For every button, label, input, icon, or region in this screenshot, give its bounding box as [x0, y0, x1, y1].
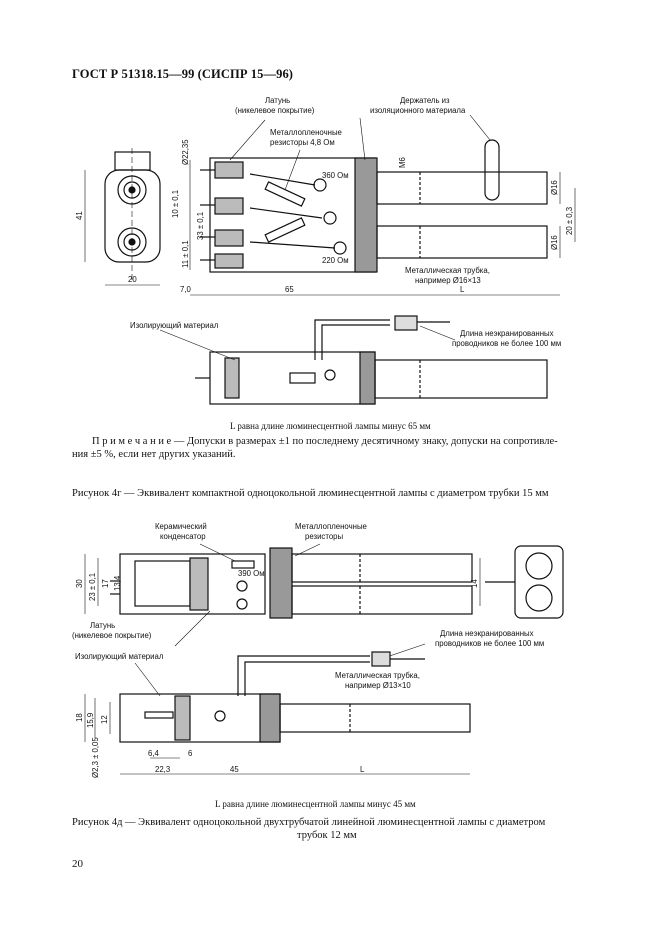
dim-w64: 6,4 — [148, 749, 160, 758]
label-brass-note-4d: (никелевое покрытие) — [72, 631, 152, 640]
label-capacitor-2: конденсатор — [160, 532, 206, 541]
label-wires-2-4d: проводников не более 100 мм — [435, 639, 544, 648]
caption-4g: L равна длине люминесцентной лампы минус… — [230, 421, 431, 431]
figure-4d-drawing: Керамический конденсатор Металлопленочны… — [72, 522, 564, 778]
label-brass: Латунь — [265, 96, 290, 105]
end-view-body — [104, 169, 161, 263]
dim-m6: M6 — [398, 157, 407, 168]
dim-w45: 45 — [230, 765, 239, 774]
dim-h134: 13,4 — [113, 575, 122, 591]
label-capacitor-1: Керамический — [155, 522, 207, 531]
dim-w65: 65 — [285, 285, 294, 294]
dim-h20: 20 ± 0,3 — [565, 207, 574, 235]
label-resistors-1-4d: Металлопленочные — [295, 522, 367, 531]
dim-w223: 22,3 — [155, 765, 170, 774]
label-resistors-1: Металлопленочные — [270, 128, 342, 137]
label-tube-2-4d: например Ø13×10 — [345, 681, 411, 690]
label-brass-4d: Латунь — [90, 621, 115, 630]
label-tube-1: Металлическая трубка, — [405, 266, 490, 275]
dim-h14: 14 — [470, 579, 479, 588]
page-header: ГОСТ Р 51318.15—99 (СИСПР 15—96) — [72, 67, 294, 81]
dim-h12: 12 — [100, 715, 109, 724]
label-holder-1: Держатель из — [400, 96, 450, 105]
label-insulating-4d: Изолирующий материал — [75, 652, 164, 661]
label-brass-note: (никелевое покрытие) — [235, 106, 315, 115]
label-holder-2: изоляционного материала — [370, 106, 466, 115]
label-wires-1-4d: Длина неэкранированных — [440, 629, 534, 638]
note-line2: ния ±5 %, если нет других указаний. — [72, 449, 236, 460]
dim-h17: 17 — [101, 579, 110, 588]
label-wires-1: Длина неэкранированных — [460, 329, 554, 338]
dim-w7: 7,0 — [180, 285, 192, 294]
dim-h11: 11 ± 0,1 — [181, 240, 190, 268]
dim-h18: 18 — [75, 713, 84, 722]
dim-w20: 20 — [128, 275, 137, 284]
label-resistors-2-4d: резисторы — [305, 532, 343, 541]
dim-w6: 6 — [188, 749, 192, 758]
dim-h33: 33 ± 0,1 — [196, 212, 205, 240]
label-r-small: 390 Ом — [238, 569, 265, 578]
figure-4d-title-2: трубок 12 мм — [297, 830, 357, 841]
dim-h10: 10 ± 0,1 — [171, 190, 180, 218]
dim-h41: 41 — [75, 211, 84, 220]
dim-wL-4d: L — [360, 765, 365, 774]
label-insulating: Изолирующий материал — [130, 321, 219, 330]
note-lead: П р и м е ч а н и е — — [92, 436, 187, 447]
label-resistors-2: резисторы 4,8 Ом — [270, 138, 335, 147]
dim-h23: 23 ± 0,1 — [88, 573, 97, 601]
figure-4d-title-1: Рисунок 4д — Эквивалент одноцокольной дв… — [72, 817, 546, 828]
label-tube-2: например Ø16×13 — [415, 276, 481, 285]
dim-d2235: Ø22,35 — [181, 139, 190, 165]
note-line1: Допуски в размерах ±1 по последнему деся… — [186, 436, 558, 447]
note-block: П р и м е ч а н и е — Допуски в размерах… — [92, 435, 612, 448]
dim-wL: L — [460, 285, 465, 294]
figure-4g-title: Рисунок 4г — Эквивалент компактной одноц… — [72, 488, 549, 499]
figure-4g-drawing: Латунь (никелевое покрытие) Держатель из… — [75, 96, 576, 405]
caption-4d: L равна длине люминесцентной лампы минус… — [215, 799, 416, 809]
label-tube-1-4d: Металлическая трубка, — [335, 671, 420, 680]
dim-h30: 30 — [75, 579, 84, 588]
label-r360: 360 Ом — [322, 171, 349, 180]
dim-d16b: Ø16 — [550, 235, 559, 250]
dim-d16: Ø16 — [550, 180, 559, 195]
label-r220: 220 Ом — [322, 256, 349, 265]
page-number: 20 — [72, 858, 83, 870]
dim-h159: 15,9 — [86, 713, 95, 728]
label-wires-2: проводников не более 100 мм — [452, 339, 561, 348]
dim-d23: Ø2,3 ± 0,05 — [91, 737, 100, 778]
